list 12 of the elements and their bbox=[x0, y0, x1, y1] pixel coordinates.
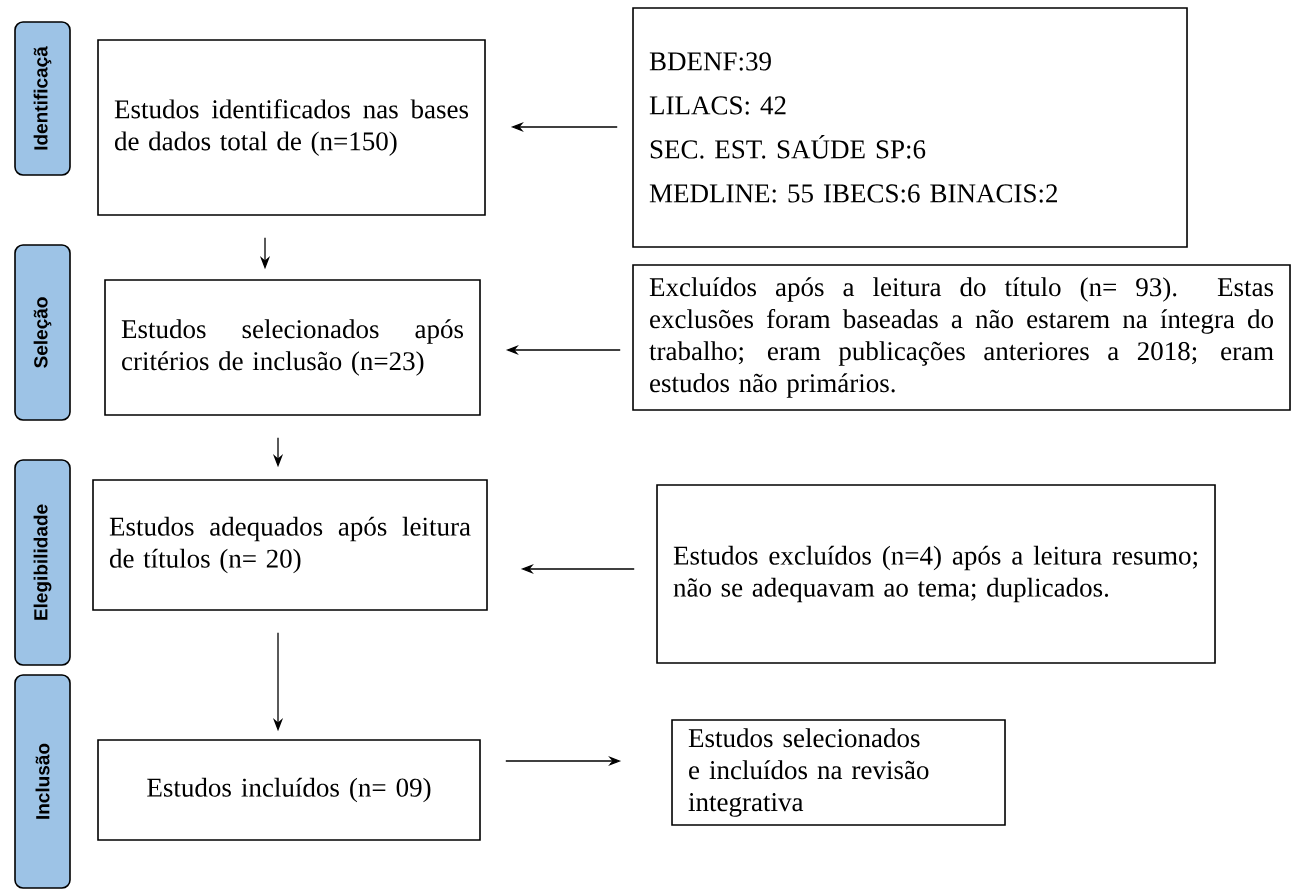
stage-band: Identificaçã bbox=[14, 21, 71, 176]
process-box: BDENF:39 LILACS: 42 SEC. EST. SAÚDE SP:6 MEDLINE: 55 IBECS:6 BINACIS:2 bbox=[632, 7, 1188, 248]
stage-band: Seleção bbox=[14, 244, 71, 421]
process-box: Estudos selecionados após critérios de inclusão (n=23) bbox=[104, 279, 481, 416]
process-box: Estudos adequados após leitura de títulos (n= 20) bbox=[92, 479, 488, 611]
process-box: Estudos incluídos (n= 09) bbox=[97, 739, 481, 841]
stage-band: Elegibilidade bbox=[14, 459, 71, 666]
process-box: Excluídos após a leitura do título (n= 93). Estas exclusões foram baseadas a não estarem na íntegra do trabalho; eram publicações anteriores a 2018; eram estudos não primários. bbox=[632, 264, 1291, 411]
process-box: Estudos excluídos (n=4) após a leitura resumo; não se adequavam ao tema; duplicados. bbox=[656, 484, 1216, 664]
process-box: Estudos selecionados e incluídos na revisão integrativa bbox=[671, 719, 1006, 826]
process-box: Estudos identificados nas bases de dados total de (n=150) bbox=[97, 39, 486, 216]
stage-band: Inclusão bbox=[14, 674, 71, 889]
